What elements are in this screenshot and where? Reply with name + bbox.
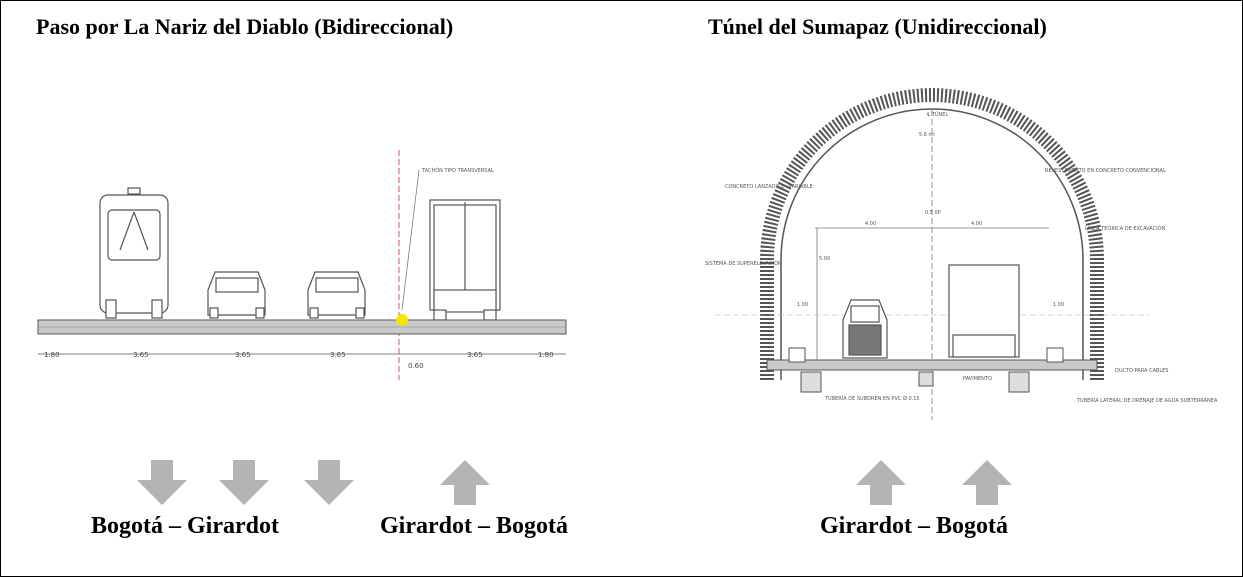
mid-level-label: 0.5 0P xyxy=(925,210,941,216)
tunnel-direction-label: Girardot – Bogotá xyxy=(820,513,1008,539)
ducts-label: DUCTO PARA CABLES xyxy=(1115,368,1168,374)
width-right-label: 4.00 xyxy=(971,221,982,227)
direction-label-down: Bogotá – Girardot xyxy=(91,513,279,539)
side-right-label: 1.00 xyxy=(1053,302,1064,308)
arrow-down-icon xyxy=(219,460,269,505)
truck-icon xyxy=(429,199,501,321)
tachon-marker xyxy=(396,314,408,326)
road-cross-section-drawing: TACHÓN TIPO TRANSVERSAL 1.80 3 xyxy=(37,150,567,380)
superelevation-label: SISTEMA DE SUPERELEVACIÓN xyxy=(705,260,782,267)
side-pipe-label: TUBERÍA LATERAL DE DRENAJE DE AGUA SUBTE… xyxy=(1076,397,1218,404)
right-panel-title: Túnel del Sumapaz (Unidireccional) xyxy=(708,14,1047,39)
dimension-label: 1.80 xyxy=(44,351,60,359)
axis-label: ℄ TÚNEL xyxy=(927,111,948,118)
drain-pipe-label: TUBERÍA DE SUBDREN EN PVC Ø 0.15 xyxy=(824,395,920,402)
dimension-label: 1.80 xyxy=(538,351,554,359)
bus-icon xyxy=(99,187,169,319)
dimension-label: 3.65 xyxy=(467,351,483,359)
side-left-label: 1.00 xyxy=(797,302,808,308)
dimension-label: 3.65 xyxy=(330,351,346,359)
pavement-label: PAVIMENTO xyxy=(963,376,992,382)
arrow-down-icon xyxy=(137,460,187,505)
left-panel-title: Paso por La Nariz del Diablo (Bidireccio… xyxy=(36,14,454,39)
tunnel-cross-section-drawing: ℄ TÚNEL 5.6 ml 0.5 0P 4.00 4.00 5.00 1.0… xyxy=(705,88,1218,420)
tunnel-lining xyxy=(760,88,1104,380)
direction-label-up: Girardot – Bogotá xyxy=(380,513,568,539)
excavation-label: LÍNEA TEÓRICA DE EXCAVACIÓN xyxy=(1085,225,1166,232)
truck-icon xyxy=(948,264,1020,358)
car-icon xyxy=(842,299,888,359)
arrow-down-icon xyxy=(304,460,354,505)
tunnel-floor xyxy=(766,359,1098,371)
dimension-label: 3.65 xyxy=(133,351,149,359)
dimension-label: 0.60 xyxy=(408,362,424,370)
annotation-tachon: TACHÓN TIPO TRANSVERSAL xyxy=(421,167,494,174)
lining-label: REVESTIMIENTO EN CONCRETO CONVENCIONAL xyxy=(1045,168,1166,174)
width-left-label: 4.00 xyxy=(865,221,876,227)
car-icon xyxy=(207,271,266,319)
arrow-up-icon xyxy=(856,460,906,505)
top-level-label: 5.6 ml xyxy=(919,132,935,138)
height-label: 5.00 xyxy=(819,256,830,262)
shotcrete-label: CONCRETO LANZADO E=VARIABLE xyxy=(725,184,813,190)
car-icon xyxy=(307,271,366,319)
arrow-up-icon xyxy=(962,460,1012,505)
arrow-up-icon xyxy=(440,460,490,505)
dimension-label: 3.65 xyxy=(235,351,251,359)
